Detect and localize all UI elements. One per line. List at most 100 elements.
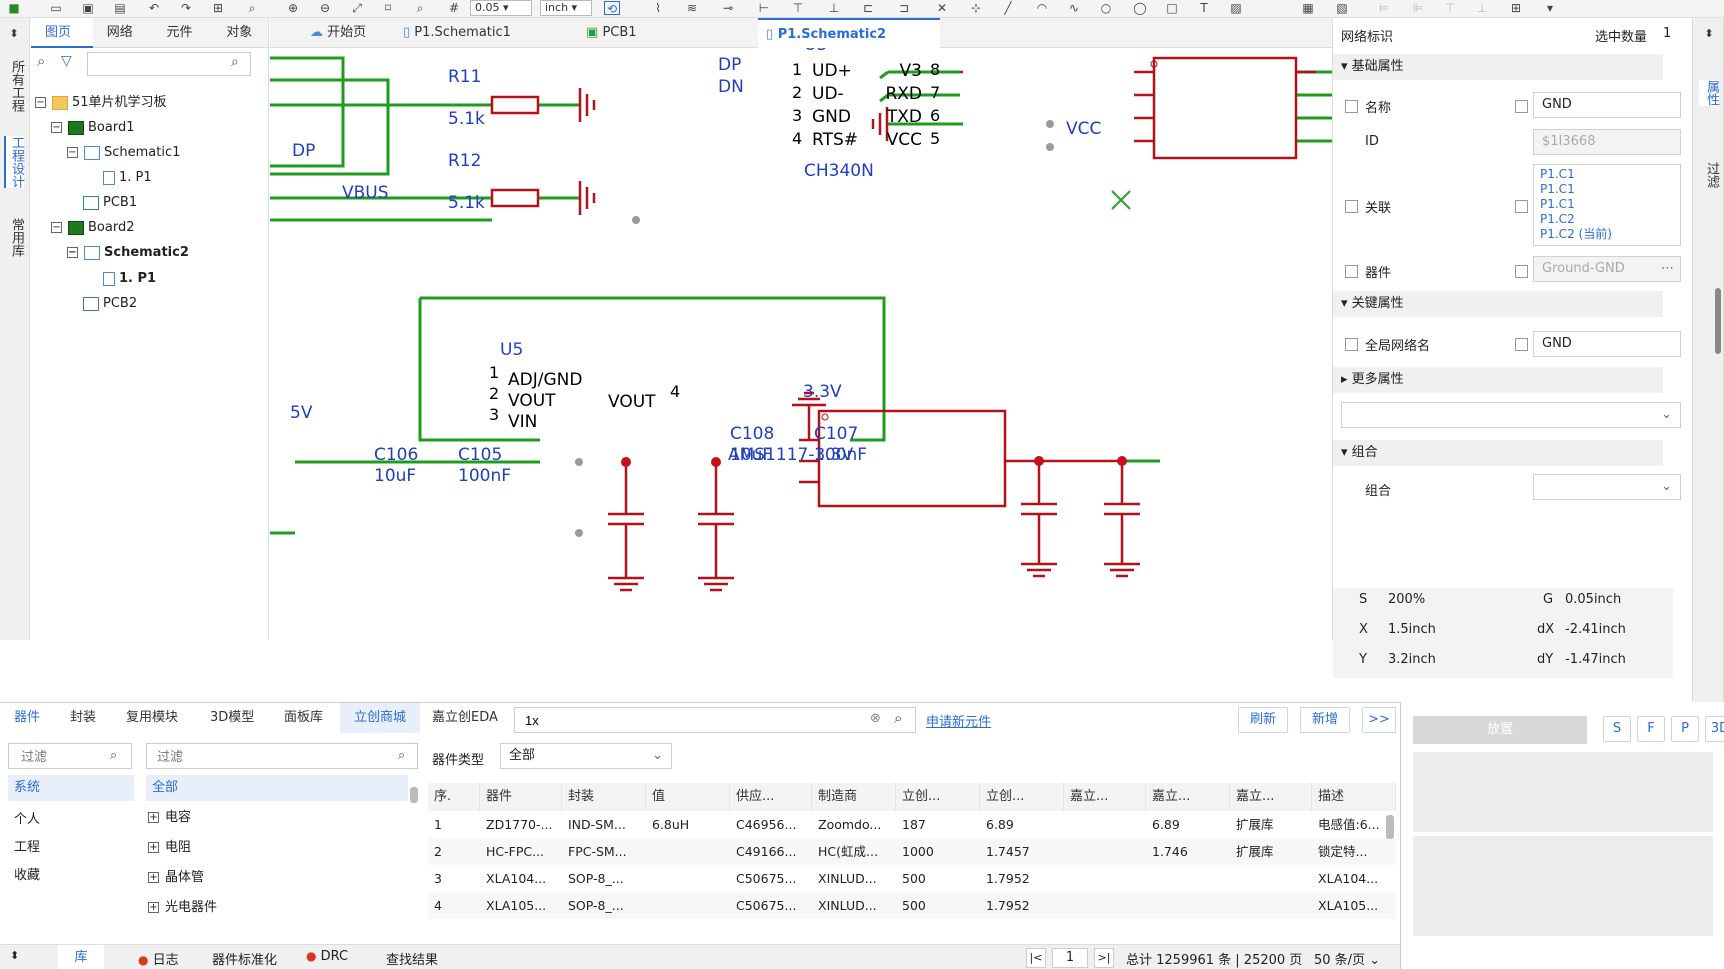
tab-components[interactable]: 元件: [166, 24, 193, 40]
fit-icon[interactable]: ⤢: [352, 1, 362, 15]
select-icon[interactable]: ⊞: [212, 1, 224, 15]
redo-icon[interactable]: ↷: [180, 1, 192, 15]
rail-tab-all-projects[interactable]: 所有工程: [9, 60, 24, 112]
tree-item-sheet-p1[interactable]: 1. P1: [103, 167, 152, 189]
section-more[interactable]: ▸ 更多属性: [1333, 367, 1663, 393]
tree-item-pcb2[interactable]: PCB2: [83, 293, 137, 315]
lib-tab-lcsc[interactable]: 立创商城: [340, 703, 421, 733]
category-item-all[interactable]: 全部: [146, 775, 408, 801]
grid-size-select[interactable]: 0.05 ▾: [470, 0, 532, 16]
column-header[interactable]: 值: [646, 783, 730, 811]
layout-icon[interactable]: ⊞: [1510, 1, 1522, 15]
rail-tab-common-lib[interactable]: 常用库: [9, 218, 24, 257]
save-all-icon[interactable]: ▤: [114, 1, 126, 15]
name-input[interactable]: GND: [1533, 92, 1681, 118]
category-item-resistor[interactable]: +电阻: [148, 840, 192, 855]
image-icon[interactable]: ▨: [1230, 1, 1242, 15]
unit-select[interactable]: inch ▾: [540, 0, 592, 16]
per-page-select[interactable]: 50 条/页 ⌄: [1314, 953, 1381, 968]
grid-icon[interactable]: #: [448, 1, 460, 15]
align-bottom-icon[interactable]: ⊥: [1476, 1, 1488, 15]
column-header[interactable]: 嘉立...: [1230, 783, 1312, 811]
align-top-icon[interactable]: ⊤: [1444, 1, 1456, 15]
tree-item-schematic2[interactable]: −Schematic2: [67, 245, 189, 260]
column-header[interactable]: 供应...: [730, 783, 812, 811]
ellipse-icon[interactable]: ◯: [1133, 1, 1147, 15]
group-select[interactable]: ⌄: [1533, 474, 1681, 500]
source-filter-input[interactable]: [8, 743, 132, 769]
pcb-view-button[interactable]: P: [1671, 716, 1699, 742]
doc-tab-schematic2[interactable]: ▯ P1.Schematic2: [758, 18, 940, 48]
doc-tab-start[interactable]: ☁ 开始页: [310, 25, 367, 40]
relate-list-item[interactable]: P1.C2 (当前): [1540, 227, 1612, 241]
lib-tab-panel[interactable]: 面板库: [284, 710, 324, 725]
device-checkbox[interactable]: [1345, 265, 1358, 278]
scrollbar-thumb[interactable]: [1386, 815, 1394, 839]
line-icon[interactable]: ╱: [1004, 1, 1012, 15]
tab-pages[interactable]: 图页: [31, 17, 93, 48]
column-header[interactable]: 封装: [562, 783, 646, 811]
tree-item-sheet-p1-active[interactable]: 1. P1: [103, 268, 156, 290]
refresh-button[interactable]: 刷新: [1238, 707, 1288, 733]
align-right-icon[interactable]: ⊫: [1412, 1, 1424, 15]
first-page-icon[interactable]: |<: [1026, 948, 1046, 968]
align-left-icon[interactable]: ⊨: [1378, 1, 1390, 15]
save-icon[interactable]: ▣: [82, 1, 94, 15]
open-folder-icon[interactable]: ▭: [50, 1, 62, 15]
apply-new-component-link[interactable]: 申请新元件: [926, 715, 992, 730]
find-icon[interactable]: ⌕: [248, 1, 256, 15]
relate-list-item[interactable]: P1.C1: [1540, 197, 1575, 211]
noconnect-icon[interactable]: ✕: [936, 1, 948, 15]
rect-icon[interactable]: □: [1166, 1, 1178, 15]
column-header[interactable]: 立创...: [980, 783, 1064, 811]
bus-icon[interactable]: ≋: [686, 1, 698, 15]
doc-tab-pcb1[interactable]: ▣ PCB1: [586, 25, 637, 40]
probe-icon[interactable]: ⊹: [970, 1, 982, 15]
category-item-transistor[interactable]: +晶体管: [148, 870, 205, 885]
device-show-checkbox[interactable]: [1515, 265, 1528, 278]
column-header[interactable]: 嘉立...: [1146, 783, 1230, 811]
arc-icon[interactable]: ◠: [1036, 1, 1048, 15]
netflag-icon[interactable]: ⊢: [758, 1, 770, 15]
netlist-icon[interactable]: ▧: [1336, 1, 1348, 15]
tab-objects[interactable]: 对象: [226, 24, 253, 40]
doc-tab-schematic1[interactable]: ▯ P1.Schematic1: [403, 25, 511, 40]
column-header[interactable]: 描述: [1312, 783, 1396, 811]
add-button[interactable]: 新增: [1300, 707, 1350, 733]
3d-view-button[interactable]: 3D: [1705, 716, 1724, 742]
symbol-view-button[interactable]: S: [1603, 716, 1631, 742]
tree-item-pcb1[interactable]: PCB1: [83, 192, 137, 214]
name-checkbox[interactable]: [1345, 100, 1358, 113]
circle-icon[interactable]: ○: [1100, 1, 1112, 15]
collapse-icon[interactable]: −: [67, 147, 78, 158]
column-header[interactable]: 嘉立...: [1064, 783, 1146, 811]
bezier-icon[interactable]: ∿: [1068, 1, 1080, 15]
more-attr-select[interactable]: ⌄: [1341, 402, 1681, 428]
pin-icon[interactable]: ⬍: [1704, 27, 1714, 40]
zoom-out-icon[interactable]: ⊖: [319, 1, 331, 15]
global-net-show-checkbox[interactable]: [1515, 338, 1528, 351]
tab-nets[interactable]: 网络: [106, 24, 133, 40]
collapse-icon[interactable]: −: [51, 222, 62, 233]
search-submit-icon[interactable]: ⌕: [231, 54, 239, 70]
global-net-input[interactable]: GND: [1533, 331, 1681, 357]
undo-icon[interactable]: ↶: [148, 1, 160, 15]
tree-item-board2[interactable]: −Board2: [51, 220, 135, 235]
relate-show-checkbox[interactable]: [1515, 200, 1528, 213]
status-tab-standardize[interactable]: 器件标准化: [212, 953, 278, 968]
zoom-area-icon[interactable]: ⌑: [384, 1, 392, 15]
expand-icon[interactable]: +: [148, 842, 159, 853]
text-icon[interactable]: T: [1200, 1, 1208, 15]
collapse-icon[interactable]: −: [67, 247, 78, 258]
ground-icon[interactable]: ⊥: [828, 1, 840, 15]
search-icon[interactable]: ⌕: [398, 748, 406, 763]
lib-tab-footprints[interactable]: 封装: [70, 710, 97, 725]
status-tab-log[interactable]: ● 日志: [138, 953, 179, 968]
place-button[interactable]: 放置: [1413, 716, 1587, 744]
lib-tab-jlc[interactable]: 嘉立创EDA: [432, 710, 498, 725]
page-search-input[interactable]: [87, 52, 251, 76]
category-item-optoelectronic[interactable]: +光电器件: [148, 900, 218, 915]
expand-icon[interactable]: +: [148, 872, 159, 883]
